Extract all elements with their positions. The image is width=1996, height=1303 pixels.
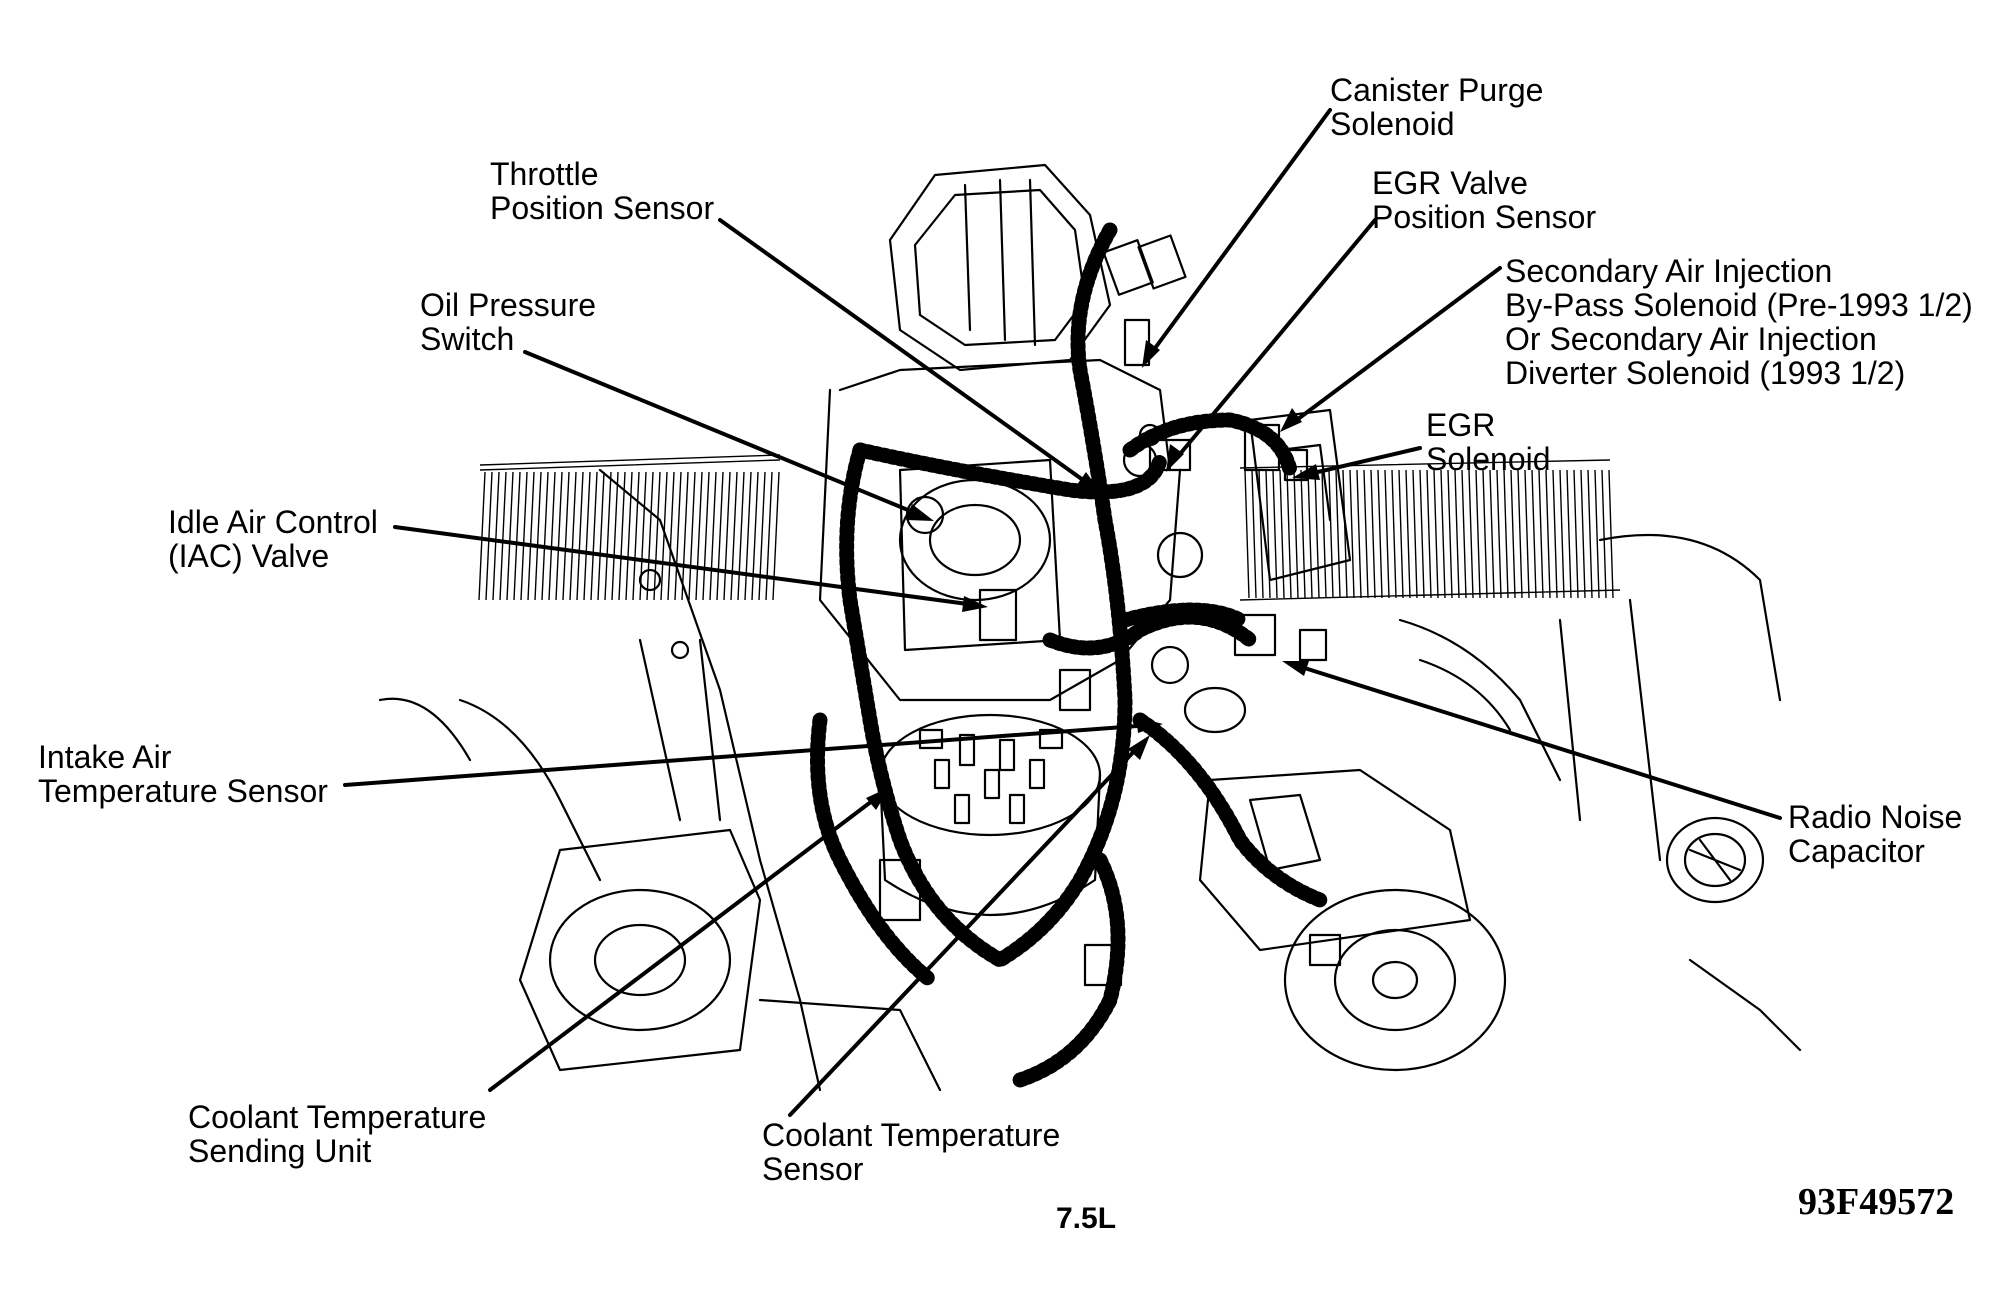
label-throttle-position-sensor: Throttle Position Sensor: [490, 156, 715, 226]
label-coolant-temperature-sending-unit: Coolant Temperature Sending Unit: [188, 1099, 487, 1169]
label-egr-solenoid: EGR Solenoid: [1426, 407, 1551, 477]
intake-housing: [818, 163, 1182, 702]
label-idle-air-control-valve: Idle Air Control (IAC) Valve: [168, 504, 378, 574]
radiator-right: [1239, 459, 1621, 601]
leader-lines: [343, 108, 1782, 1117]
ac-compressor: [1198, 768, 1507, 1072]
oil-filler-cap: [1665, 816, 1765, 904]
label-radio-noise-capacitor: Radio Noise Capacitor: [1788, 799, 1963, 869]
alternator-left: [518, 638, 762, 1072]
wiring-harness: [810, 222, 1328, 1088]
label-intake-air-temperature-sensor: Intake Air Temperature Sensor: [38, 739, 328, 809]
figure-code: 93F49572: [1798, 1181, 1955, 1223]
label-secondary-air-injection: Secondary Air Injection By-Pass Solenoid…: [1505, 253, 1973, 391]
label-oil-pressure-switch: Oil Pressure Switch: [420, 287, 597, 357]
left-engine-detail: [378, 468, 942, 1092]
connectors: [878, 234, 1342, 987]
label-egr-valve-position-sensor: EGR Valve Position Sensor: [1372, 165, 1597, 235]
engine-size-caption: 7.5L: [1056, 1202, 1117, 1235]
distributor: [878, 713, 1102, 917]
label-canister-purge-solenoid: Canister Purge Solenoid: [1330, 72, 1544, 142]
label-coolant-temperature-sensor: Coolant Temperature Sensor: [762, 1117, 1061, 1187]
radiator-left: [478, 454, 781, 601]
right-engine-detail: [1183, 408, 1802, 1052]
